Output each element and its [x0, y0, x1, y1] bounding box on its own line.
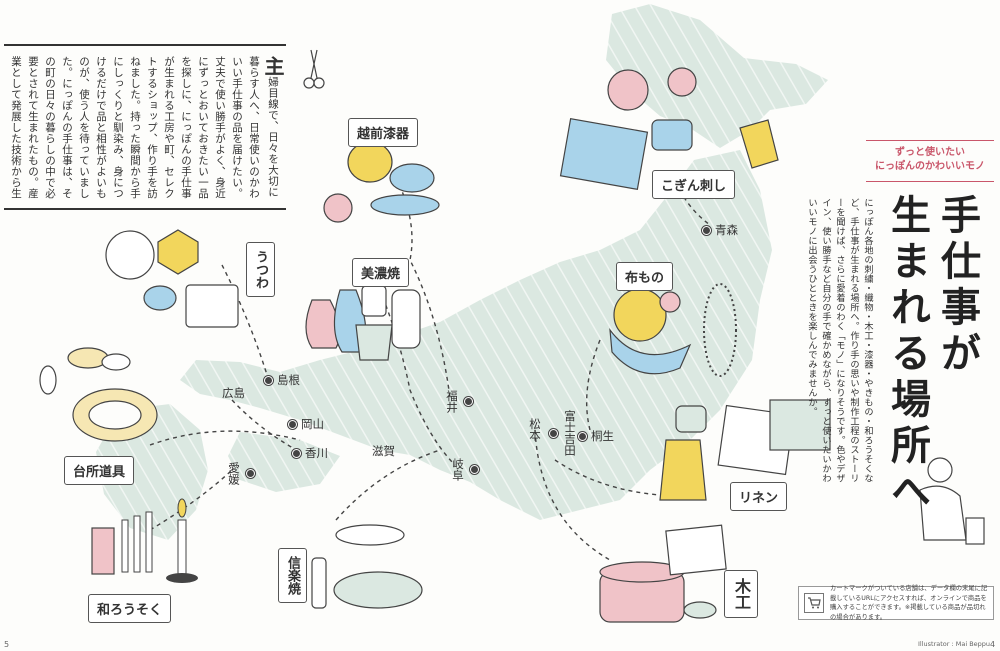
- place-marker-icon: [702, 225, 711, 235]
- place-name: 福井: [445, 390, 459, 413]
- candle-illustration: [91, 498, 198, 583]
- essay-body: 婦目線で、日々を大切に暮らす人へ、日常使いのかわいい手仕事の品を届けたい。丈夫で…: [10, 56, 279, 199]
- illustrator-credit: Illustrator : Mai Beppu: [918, 640, 991, 648]
- craft-label-utsuwa: うつわ: [246, 242, 275, 297]
- craft-label-woodwork: 木工: [724, 570, 758, 618]
- place-kagawa: 香川: [292, 445, 328, 461]
- place-fukui: 福井: [444, 390, 473, 413]
- place-name: 滋賀: [372, 444, 395, 458]
- place-marker-icon: [246, 469, 255, 478]
- map-honshu: [180, 150, 772, 520]
- essay-drop-cap: 主: [261, 56, 284, 77]
- craft-label-linen: リネン: [730, 482, 788, 511]
- connector-lines: [149, 149, 711, 561]
- feature-title-line1: 手仕事が: [934, 194, 980, 378]
- page-number-left: 5: [4, 640, 10, 649]
- place-name: 桐生: [591, 429, 614, 443]
- place-marker-icon: [470, 465, 479, 474]
- online-note: カートマークがついている店舗は、データ欄の末尾に記載しているURLにアクセスすれ…: [798, 585, 994, 621]
- craft-label-shigaraki-ware: 信楽焼: [278, 548, 307, 603]
- linen-illustration: [659, 399, 831, 501]
- feature-subtitle-line2: にっぽんのかわいいモノ: [875, 161, 985, 172]
- shigaraki-illustration: [311, 524, 423, 609]
- place-name: 青森: [715, 223, 738, 237]
- feature-subtitle-line1: ずっと使いたい: [895, 147, 965, 158]
- cart-icon: [804, 593, 824, 613]
- tableware-illustration: [105, 229, 239, 328]
- place-aomori: 青森: [702, 222, 738, 238]
- page-number-right: 4: [990, 640, 996, 649]
- essay-text-column: 主婦目線で、日々を大切に暮らす人へ、日常使いのかわいい手仕事の品を届けたい。丈夫…: [8, 56, 284, 206]
- vase-illustration: [305, 285, 421, 361]
- place-kiryu: 桐生: [578, 428, 614, 444]
- place-okayama: 岡山: [288, 416, 324, 432]
- lacquer-bowl-illustration: [323, 141, 440, 223]
- kogin-illustration: [559, 67, 779, 191]
- place-name: 松本: [528, 418, 542, 441]
- place-marker-icon: [578, 431, 587, 441]
- place-name: 香川: [305, 446, 328, 460]
- craft-label-kitchen-tools: 台所道具: [64, 456, 135, 485]
- craft-label-echizen-lacquer: 越前漆器: [348, 118, 419, 147]
- online-note-text: カートマークがついている店舗は、データ欄の末尾に記載しているURLにアクセスすれ…: [830, 585, 988, 621]
- place-name: 広島: [222, 386, 245, 400]
- woodwork-illustration: [599, 524, 727, 623]
- craft-illustrations: [39, 67, 985, 623]
- feature-lead: にっぽん各地の刺繍・織物・木工・漆器・やきもの・和ろうそくなど、手仕事が生まれる…: [806, 198, 873, 483]
- fabric-illustration: [609, 283, 737, 377]
- place-hiroshima: 広島: [222, 385, 245, 401]
- place-marker-icon: [264, 375, 273, 385]
- artisan-illustration: [919, 457, 985, 545]
- place-shiga: 滋賀: [372, 443, 395, 459]
- craft-label-mino-ware: 美濃焼: [352, 258, 410, 287]
- map-hokkaido: [606, 4, 828, 148]
- place-name: 岐阜: [451, 458, 465, 481]
- place-name: 島根: [277, 373, 300, 387]
- feature-subtitle: ずっと使いたい にっぽんのかわいいモノ: [866, 140, 994, 182]
- kitchen-tools-illustration: [39, 347, 158, 442]
- place-gifu: 岐阜: [450, 458, 479, 481]
- place-shimane: 島根: [264, 372, 300, 388]
- craft-label-fabric-goods: 布もの: [616, 262, 674, 291]
- craft-label-kogin-embroidery: こぎん刺し: [652, 170, 736, 199]
- craft-label-japanese-candles: 和ろうそく: [88, 594, 172, 623]
- place-marker-icon: [464, 397, 473, 406]
- place-fujiyoshida: 富士吉田: [549, 410, 578, 456]
- feature-title-line2: 生まれる場所へ: [884, 194, 930, 516]
- place-name: 愛媛: [227, 462, 241, 485]
- place-marker-icon: [292, 448, 301, 458]
- place-name: 富士吉田: [563, 410, 577, 456]
- place-marker-icon: [288, 419, 297, 429]
- scissors-icon: [303, 48, 325, 90]
- place-name: 岡山: [301, 417, 324, 431]
- place-marker-icon: [549, 428, 558, 438]
- place-ehime: 愛媛: [226, 462, 255, 485]
- map-shikoku: [228, 432, 340, 492]
- place-matsumoto: 松本: [527, 418, 543, 441]
- essay-block: 主婦目線で、日々を大切に暮らす人へ、日常使いのかわいい手仕事の品を届けたい。丈夫…: [4, 44, 286, 210]
